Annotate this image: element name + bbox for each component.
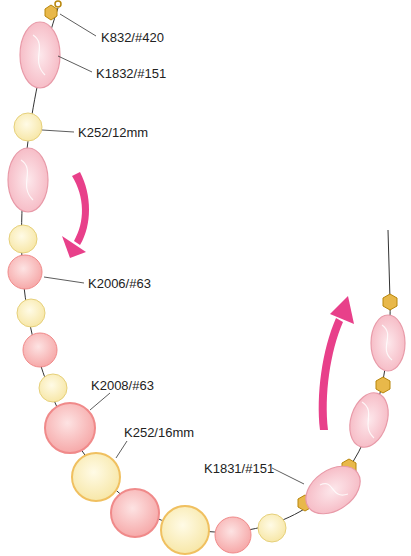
part-label: K252/16mm: [124, 425, 194, 440]
yellow-beads: [9, 113, 286, 554]
part-label: K2006/#63: [88, 276, 151, 291]
clasp-ring: [55, 1, 61, 7]
part-label: K1831/#151: [204, 461, 274, 476]
oval-beads: [8, 22, 405, 524]
oval-texture: [21, 35, 392, 495]
string-line: [22, 8, 391, 532]
gold-beads: [45, 5, 397, 511]
part-label: K1832/#151: [96, 66, 166, 81]
part-label: K252/12mm: [78, 125, 148, 140]
part-label: K2008/#63: [91, 378, 154, 393]
leader-lines: [42, 14, 304, 484]
pink-beads: [8, 255, 251, 553]
direction-arrows: [62, 172, 354, 430]
part-label: K832/#420: [101, 30, 164, 45]
